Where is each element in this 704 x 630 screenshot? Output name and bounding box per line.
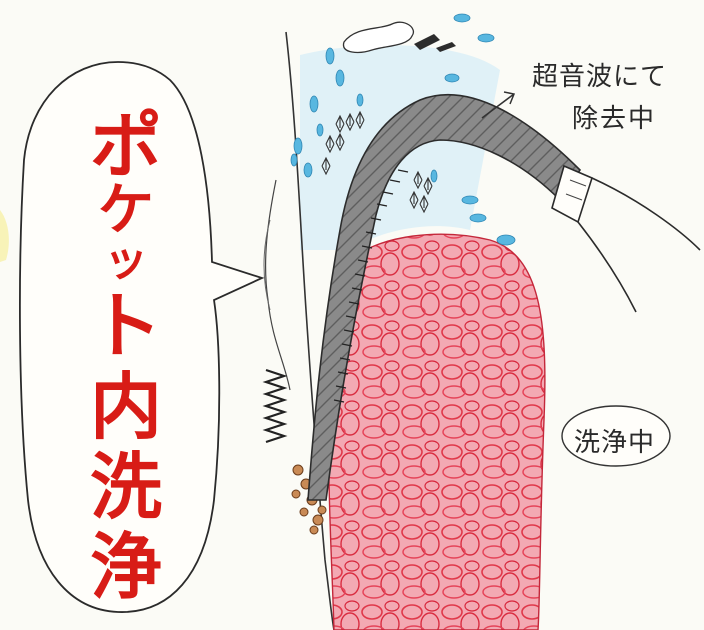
cleaning-label: 洗浄中 <box>574 422 655 459</box>
title-char-nai: 内 <box>90 371 162 443</box>
title-char-jou: 浄 <box>90 531 162 603</box>
title-char-po: ポ <box>90 110 162 182</box>
title-char-sen: 洗 <box>90 451 162 523</box>
bubble-title: ポ ケ ッ ト 内 洗 浄 <box>66 110 186 603</box>
scaler-handle <box>578 178 700 312</box>
title-char-ke: ケ <box>98 182 154 239</box>
ultrasonic-label-line1: 超音波にて <box>532 56 667 93</box>
gum-line-inner <box>266 180 290 390</box>
tooth <box>329 234 545 630</box>
title-char-small-tsu: ッ <box>104 239 148 284</box>
calculus-deposit <box>266 370 284 442</box>
title-char-to: ト <box>90 290 162 363</box>
ultrasonic-label-line2: 除去中 <box>572 98 656 135</box>
